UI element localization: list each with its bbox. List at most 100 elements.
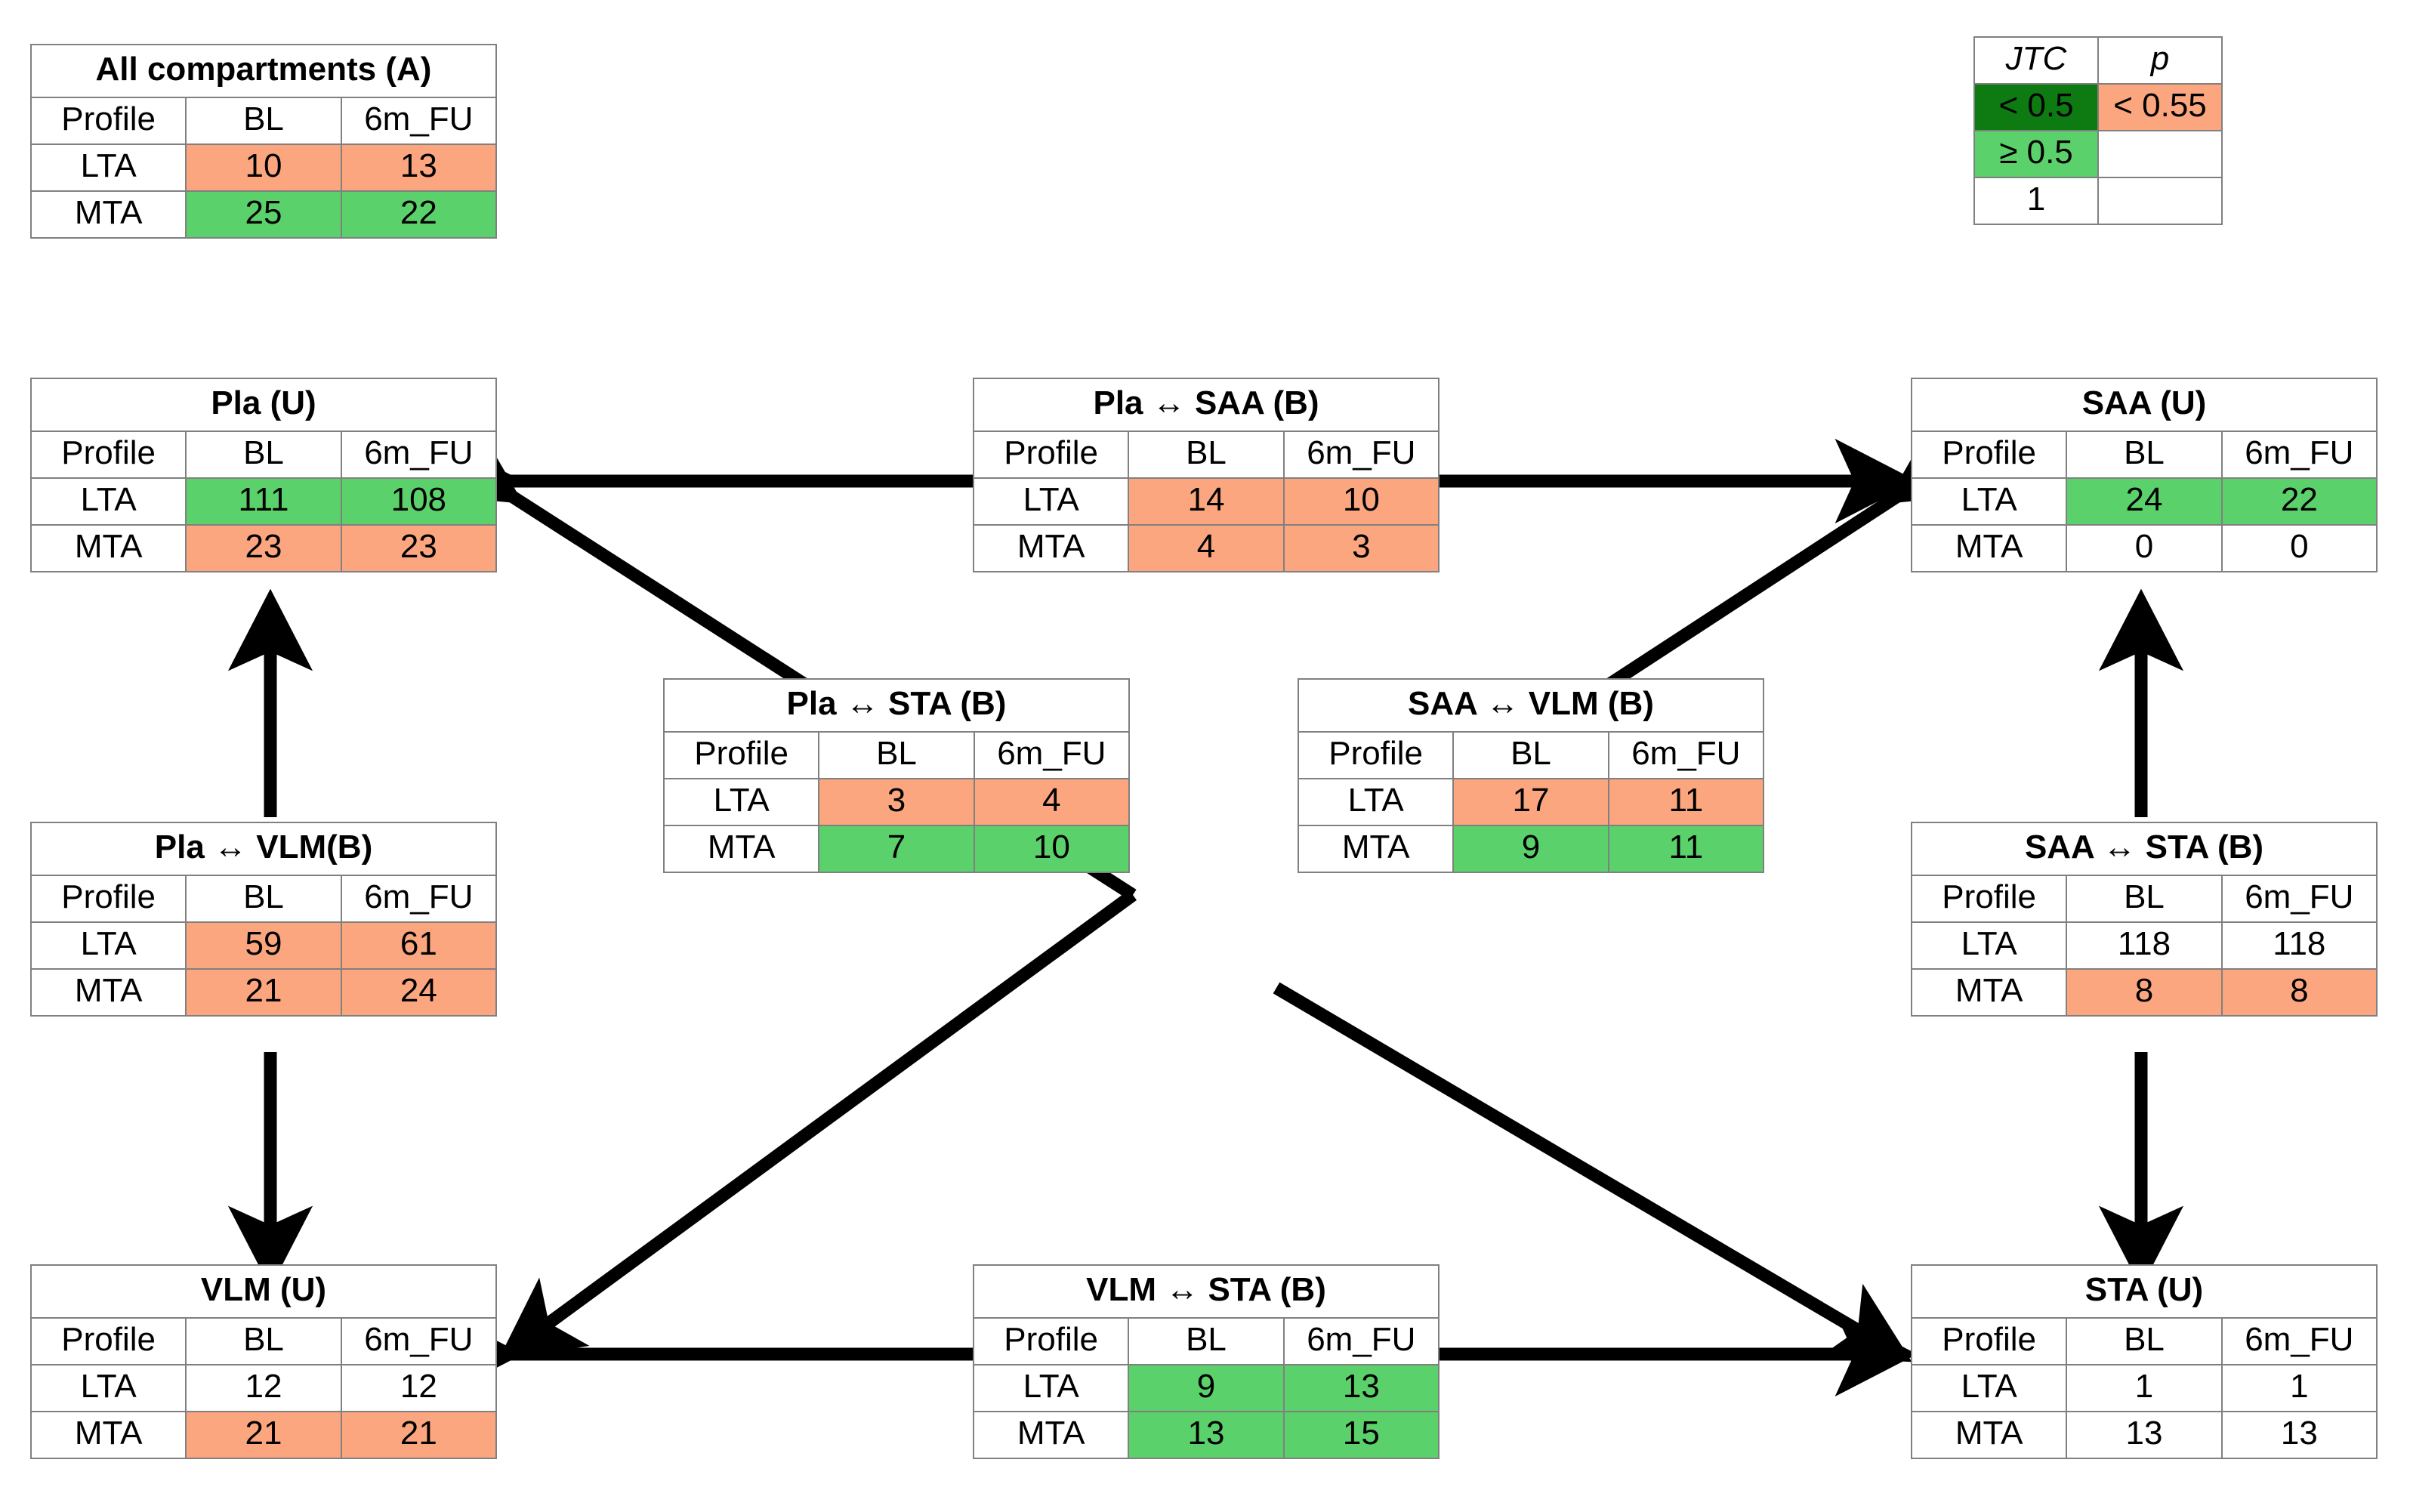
col-header-bl: BL — [185, 875, 342, 923]
row-label-mta: MTA — [1910, 1411, 2068, 1459]
cell-lta-fu: 13 — [1282, 1364, 1440, 1412]
legend-p-lt055: < 0.55 — [2097, 83, 2223, 131]
table-row: LTA 17 11 — [1297, 778, 1765, 826]
table-title: Pla (U) — [30, 378, 497, 432]
col-header-bl: BL — [1128, 430, 1285, 479]
cell-lta-bl: 9 — [1128, 1364, 1285, 1412]
cell-lta-fu: 12 — [340, 1364, 498, 1412]
row-label-lta: LTA — [29, 1364, 187, 1412]
row-label-lta: LTA — [1910, 1364, 2068, 1412]
col-header-profile: Profile — [29, 97, 187, 145]
table-row: MTA 13 15 — [972, 1411, 1440, 1459]
cell-lta-bl: 59 — [185, 921, 342, 970]
col-header-fu: 6m_FU — [973, 731, 1131, 779]
legend-jtc-one: 1 — [1973, 177, 2099, 225]
row-label-lta: LTA — [662, 778, 820, 826]
table-all-compartments: All compartments (A) Profile BL 6m_FU LT… — [29, 44, 498, 239]
arrow-saa-vlm — [498, 423, 1978, 1361]
row-label-mta: MTA — [1910, 968, 2068, 1017]
table-row: LTA 118 118 — [1910, 921, 2378, 970]
legend-p-empty-1 — [2097, 130, 2223, 178]
col-header-fu: 6m_FU — [1282, 1317, 1440, 1365]
table-title-row: VLM (U) — [30, 1264, 497, 1319]
table-header-row: Profile BL 6m_FU — [29, 430, 498, 479]
legend-row: < 0.5 < 0.55 — [1973, 83, 2223, 131]
table-title-row: Pla ↔ SAA (B) — [973, 378, 1440, 432]
table-title: SAA ↔ VLM (B) — [1298, 678, 1764, 733]
table-header-row: Profile BL 6m_FU — [1910, 430, 2378, 479]
cell-lta-bl: 14 — [1128, 477, 1285, 526]
table-row: MTA 21 21 — [29, 1411, 498, 1459]
table-pla-u: Pla (U) Profile BL 6m_FU LTA 111 108 MTA… — [29, 378, 498, 572]
table-header-row: Profile BL 6m_FU — [29, 875, 498, 923]
cell-mta-fu: 21 — [340, 1411, 498, 1459]
row-label-lta: LTA — [29, 143, 187, 192]
table-row: LTA 3 4 — [662, 778, 1131, 826]
cell-mta-fu: 15 — [1282, 1411, 1440, 1459]
col-header-bl: BL — [1128, 1317, 1285, 1365]
table-header-row: Profile BL 6m_FU — [972, 430, 1440, 479]
row-label-mta: MTA — [29, 524, 187, 572]
legend-p-empty-2 — [2097, 177, 2223, 225]
table-saa-vlm-b: SAA ↔ VLM (B) Profile BL 6m_FU LTA 17 11… — [1297, 678, 1765, 873]
row-label-lta: LTA — [1910, 477, 2068, 526]
table-pla-vlm-b: Pla ↔ VLM(B) Profile BL 6m_FU LTA 59 61 … — [29, 822, 498, 1017]
table-title: All compartments (A) — [30, 44, 497, 98]
table-row: LTA 14 10 — [972, 477, 1440, 526]
col-header-bl: BL — [185, 97, 342, 145]
table-title-row: All compartments (A) — [30, 44, 497, 98]
row-label-lta: LTA — [972, 477, 1130, 526]
col-header-fu: 6m_FU — [340, 430, 498, 479]
table-vlm-u: VLM (U) Profile BL 6m_FU LTA 12 12 MTA 2… — [29, 1264, 498, 1459]
legend-row: ≥ 0.5 — [1973, 130, 2223, 178]
table-title: SAA ↔ STA (B) — [1911, 822, 2378, 876]
cell-lta-bl: 118 — [2066, 921, 2223, 970]
cell-mta-bl: 9 — [1452, 825, 1609, 873]
cell-lta-fu: 11 — [1607, 778, 1765, 826]
col-header-profile: Profile — [1297, 731, 1455, 779]
row-label-mta: MTA — [29, 1411, 187, 1459]
col-header-bl: BL — [2066, 430, 2223, 479]
cell-mta-fu: 24 — [340, 968, 498, 1017]
cell-lta-bl: 1 — [2066, 1364, 2223, 1412]
cell-lta-fu: 118 — [2220, 921, 2378, 970]
cell-lta-bl: 111 — [185, 477, 342, 526]
legend-jtc-lt05: < 0.5 — [1973, 83, 2099, 131]
col-header-bl: BL — [2066, 875, 2223, 923]
cell-mta-bl: 0 — [2066, 524, 2223, 572]
cell-mta-fu: 22 — [340, 190, 498, 239]
table-title: Pla ↔ VLM(B) — [30, 822, 497, 876]
cell-mta-bl: 13 — [2066, 1411, 2223, 1459]
row-label-mta: MTA — [29, 968, 187, 1017]
cell-mta-fu: 10 — [973, 825, 1131, 873]
cell-mta-bl: 7 — [818, 825, 975, 873]
cell-mta-fu: 0 — [2220, 524, 2378, 572]
cell-lta-fu: 22 — [2220, 477, 2378, 526]
table-title-row: SAA ↔ STA (B) — [1911, 822, 2378, 876]
table-title: VLM (U) — [30, 1264, 497, 1319]
col-header-fu: 6m_FU — [2220, 875, 2378, 923]
col-header-bl: BL — [185, 430, 342, 479]
cell-mta-bl: 23 — [185, 524, 342, 572]
cell-mta-fu: 23 — [340, 524, 498, 572]
row-label-lta: LTA — [29, 921, 187, 970]
cell-mta-fu: 3 — [1282, 524, 1440, 572]
table-title-row: SAA (U) — [1911, 378, 2378, 432]
table-title: Pla ↔ STA (B) — [663, 678, 1130, 733]
col-header-profile: Profile — [1910, 1317, 2068, 1365]
table-title: STA (U) — [1911, 1264, 2378, 1319]
col-header-profile: Profile — [972, 1317, 1130, 1365]
col-header-fu: 6m_FU — [340, 97, 498, 145]
table-title-row: Pla ↔ STA (B) — [663, 678, 1130, 733]
col-header-fu: 6m_FU — [340, 875, 498, 923]
col-header-fu: 6m_FU — [340, 1317, 498, 1365]
cell-lta-bl: 3 — [818, 778, 975, 826]
table-row: LTA 9 13 — [972, 1364, 1440, 1412]
cell-mta-bl: 21 — [185, 968, 342, 1017]
cell-lta-fu: 13 — [340, 143, 498, 192]
table-header-row: Profile BL 6m_FU — [29, 1317, 498, 1365]
table-row: LTA 1 1 — [1910, 1364, 2378, 1412]
table-header-row: Profile BL 6m_FU — [29, 97, 498, 145]
table-pla-saa-b: Pla ↔ SAA (B) Profile BL 6m_FU LTA 14 10… — [972, 378, 1440, 572]
